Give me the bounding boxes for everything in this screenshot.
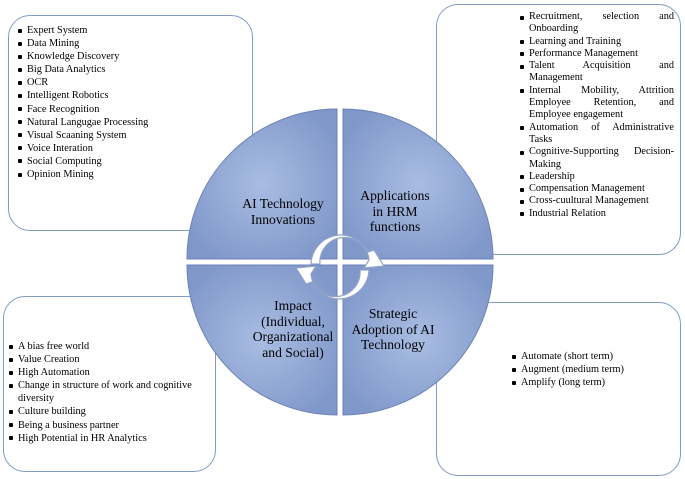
- strategic-list: Automate (short term) Augment (medium te…: [512, 350, 672, 389]
- list-item: Knowledge Discovery: [18, 50, 246, 63]
- list-item: High Automation: [9, 366, 209, 379]
- quadrant-impact: [186, 264, 338, 416]
- list-item: Internal Mobility, Attrition Employee Re…: [520, 85, 674, 122]
- list-item: Opinion Mining: [18, 168, 246, 181]
- list-item: High Potential in HR Analytics: [9, 432, 209, 445]
- list-item: Face Recognition: [18, 103, 246, 116]
- strategic-title: Strategic Adoption of AI Technology: [351, 306, 435, 352]
- list-item: Talent Acquisition and Management: [520, 60, 674, 85]
- list-item: Cross-cuultural Management: [520, 195, 674, 207]
- applications-list: Recruitment, selection and Onboarding Le…: [520, 11, 674, 220]
- list-item: Industrial Relation: [520, 208, 674, 220]
- list-item: Culture building: [9, 405, 209, 418]
- list-item: Value Creation: [9, 353, 209, 366]
- quadrant-technology: [186, 108, 338, 260]
- list-item: Expert System: [18, 24, 246, 37]
- list-item: A bias free world: [9, 340, 209, 353]
- list-item: Performance Management: [520, 48, 674, 60]
- impact-title: Impact (Individual, Organizational and S…: [252, 298, 334, 360]
- list-item: Being a business partner: [9, 419, 209, 432]
- technology-list: Expert System Data Mining Knowledge Disc…: [18, 24, 246, 181]
- list-item: Recruitment, selection and Onboarding: [520, 11, 674, 36]
- list-item: Amplify (long term): [512, 376, 672, 389]
- cycle-arrow-bottom-icon: [295, 265, 370, 300]
- list-item: Natural Langugae Processing: [18, 116, 246, 129]
- list-item: Augment (medium term): [512, 363, 672, 376]
- list-item: Intelligent Robotics: [18, 89, 246, 102]
- list-item: Change in structure of work and cognitiv…: [9, 379, 209, 405]
- list-item: Automate (short term): [512, 350, 672, 363]
- list-item: Data Mining: [18, 37, 246, 50]
- list-item: Automation of Administrative Tasks: [520, 122, 674, 147]
- impact-box: [3, 296, 216, 472]
- list-item: Learning and Training: [520, 36, 674, 48]
- quadrant-applications: [342, 108, 494, 260]
- list-item: Voice Interation: [18, 142, 246, 155]
- list-item: Cognitive-Supporting Decision-Making: [520, 146, 674, 171]
- list-item: Visual Scaaning System: [18, 129, 246, 142]
- applications-title: Applications in HRM functions: [360, 188, 430, 234]
- list-item: Compensation Management: [520, 183, 674, 195]
- list-item: Social Computing: [18, 155, 246, 168]
- list-item: Big Data Analytics: [18, 63, 246, 76]
- list-item: Leadership: [520, 171, 674, 183]
- cycle-arrow-top-icon: [310, 234, 385, 269]
- impact-list: A bias free world Value Creation High Au…: [9, 340, 209, 445]
- quadrant-strategic: [342, 264, 494, 416]
- technology-title: AI Technology Innovations: [242, 196, 324, 227]
- list-item: OCR: [18, 76, 246, 89]
